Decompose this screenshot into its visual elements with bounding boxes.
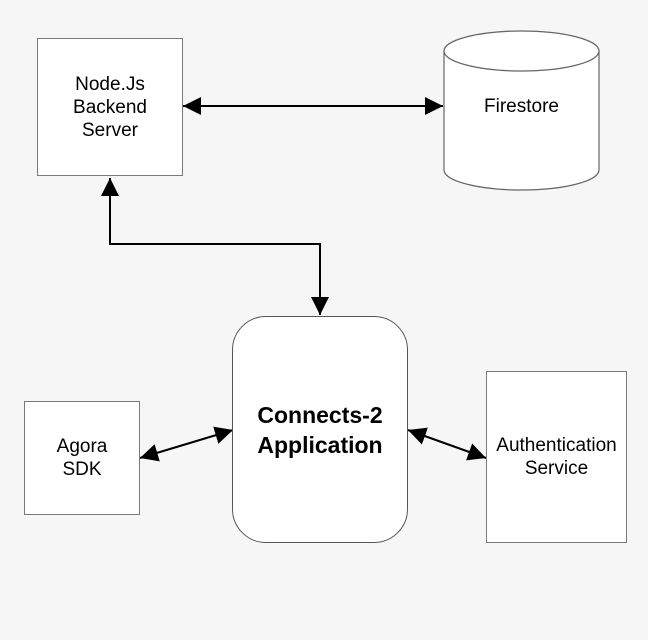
node-backend-label: Node.Js Backend Server: [73, 73, 147, 141]
node-agora-label: Agora SDK: [56, 436, 108, 480]
edge-app-auth: [407, 427, 487, 461]
edge-agora-app: [139, 426, 234, 462]
node-backend-server: Node.Js Backend Server: [37, 38, 183, 176]
node-app-label: Connects-2 Application: [257, 401, 383, 458]
node-firestore-label: Firestore: [484, 96, 559, 117]
edge-backend-app: [101, 178, 329, 315]
node-auth-label: Authentication Service: [496, 435, 617, 479]
node-agora-sdk: Agora SDK: [24, 401, 140, 515]
node-connects2-application: Connects-2 Application: [232, 316, 408, 543]
firestore-cylinder-shape: [443, 30, 600, 191]
node-authentication-service: Authentication Service: [486, 371, 627, 543]
